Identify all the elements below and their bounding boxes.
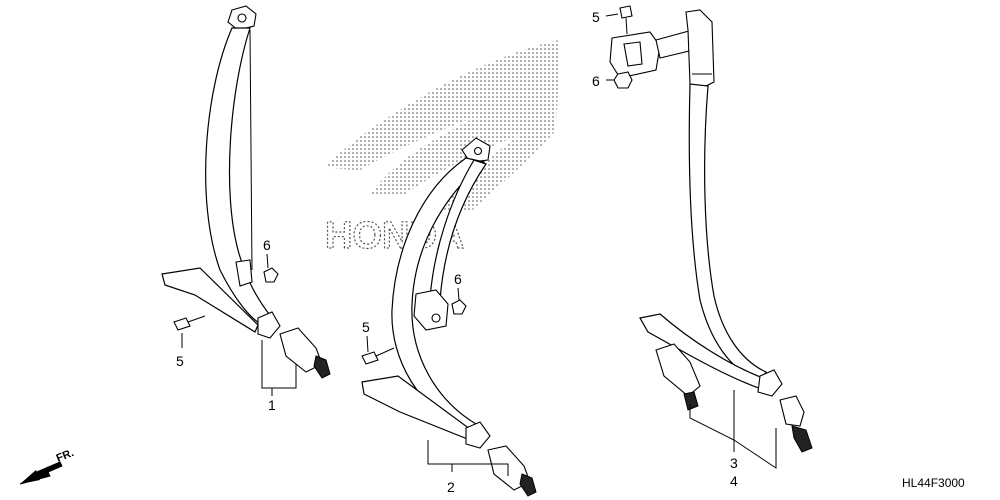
callout-nut-6-belt-2: 6: [454, 271, 462, 287]
seat-belt-assembly-1: [161, 5, 331, 396]
callout-nut-6-belt-1: 6: [263, 237, 271, 253]
front-direction-marker: FR.: [19, 447, 76, 485]
seat-belt-assembly-3-4: [605, 5, 813, 469]
diagram-code: HL44F3000: [902, 476, 965, 490]
callout-bolt-5-belt-2: 5: [362, 319, 370, 335]
callout-assembly-2: 2: [447, 479, 455, 495]
callout-assembly-4: 4: [730, 473, 738, 489]
callout-bolt-5-belt-1: 5: [176, 353, 184, 369]
callout-nut-6-belt-3-4: 6: [592, 73, 600, 89]
callout-assembly-1: 1: [268, 397, 276, 413]
callout-bolt-5-belt-3-4: 5: [592, 9, 600, 25]
front-direction-label: FR.: [55, 447, 76, 465]
seat-belt-assembly-2: [361, 137, 537, 497]
front-direction-arrow-icon: [19, 461, 63, 485]
callout-assembly-3: 3: [730, 455, 738, 471]
honda-wing-logo: HONDA: [324, 40, 560, 258]
